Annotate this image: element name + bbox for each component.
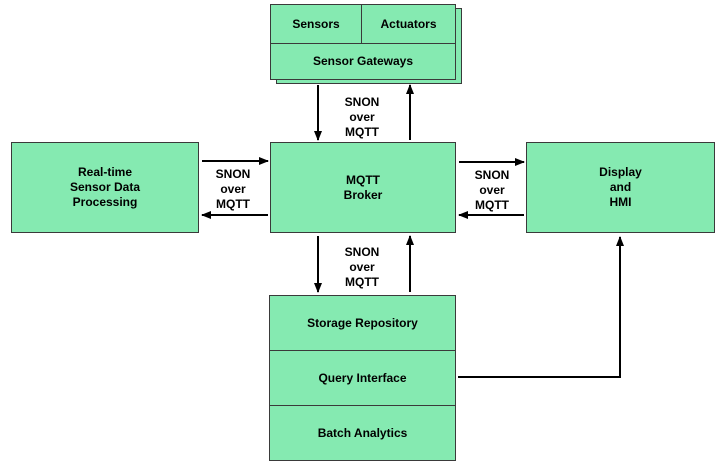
link-label-left: SNON over MQTT: [215, 167, 251, 211]
batch-analytics-box: Batch Analytics: [269, 405, 456, 461]
mqtt-broker-box: MQTT Broker: [270, 142, 456, 233]
actuators-box: Actuators: [361, 4, 456, 44]
realtime-processing-box: Real-time Sensor Data Processing: [11, 142, 199, 233]
link-label-right: SNON over MQTT: [474, 168, 510, 212]
realtime-processing-label: Real-time Sensor Data Processing: [69, 165, 141, 209]
sensors-box: Sensors: [270, 4, 362, 44]
storage-repository-label: Storage Repository: [307, 315, 418, 330]
arrow-query-to-display: [458, 236, 624, 378]
sensors-label: Sensors: [292, 16, 340, 31]
batch-analytics-label: Batch Analytics: [317, 425, 408, 440]
actuators-label: Actuators: [380, 16, 437, 31]
storage-repository-box: Storage Repository: [269, 295, 456, 351]
sensor-gateways-label: Sensor Gateways: [312, 54, 414, 68]
query-interface-label: Query Interface: [318, 370, 407, 385]
display-hmi-box: Display and HMI: [526, 142, 715, 233]
link-label-top: SNON over MQTT: [344, 95, 380, 139]
link-label-bottom: SNON over MQTT: [344, 245, 380, 289]
query-interface-box: Query Interface: [269, 350, 456, 406]
mqtt-broker-label: MQTT Broker: [343, 172, 383, 202]
sensor-gateways-box: Sensor Gateways: [270, 43, 456, 80]
display-hmi-label: Display and HMI: [599, 165, 642, 209]
